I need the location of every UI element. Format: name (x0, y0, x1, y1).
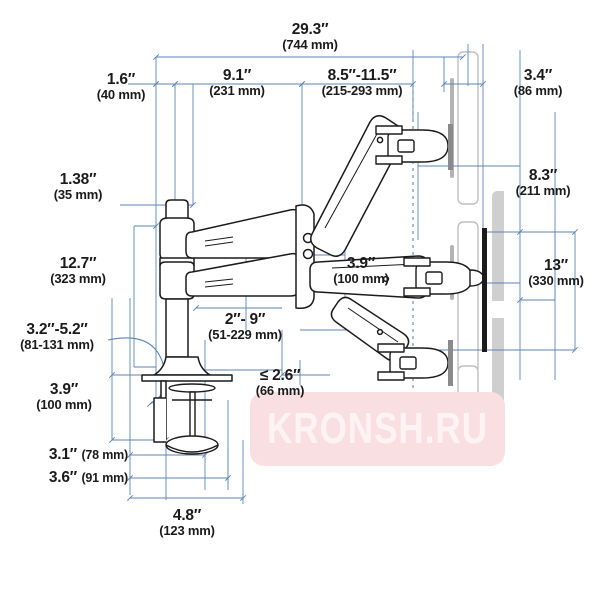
post-offset-mm: (40 mm) (96, 87, 146, 103)
desk-thickness-max-inch: ≤ 2.6″ (259, 367, 301, 384)
tilt-offset-mm: (100 mm) (333, 271, 389, 287)
clamp-depth-b-inch: 3.6″ (48, 469, 78, 486)
post-diameter-inch: 1.38″ (59, 171, 97, 188)
dimension-label-clamp-depth-b: 3.6″ (91 mm) (10, 469, 128, 487)
dimension-label-post-height: 12.7″ (323 mm) (26, 255, 130, 287)
vesa-tilter-heads (375, 124, 487, 386)
dimension-label-screen-offset: 3.4″ (86 mm) (490, 67, 586, 99)
clamp-range-inch: 3.2″-5.2″ (26, 321, 88, 338)
post-diameter-mm: (35 mm) (53, 187, 103, 203)
base-depth-inch: 3.9″ (49, 381, 79, 398)
tilt-offset-inch: 3.9″ (346, 255, 376, 272)
dimension-label-clamp-range: 3.2″-5.2″ (81-131 mm) (0, 321, 114, 353)
clamp-depth-b-mm: (91 mm) (81, 471, 128, 485)
base-depth-mm: (100 mm) (36, 397, 92, 413)
clamp-range-mm: (81-131 mm) (20, 337, 94, 353)
screen-offset-inch: 3.4″ (523, 67, 553, 84)
screen-height-mid-mm: (211 mm) (515, 183, 571, 199)
screen-offset-mm: (86 mm) (513, 83, 563, 99)
dimension-label-screen-height-mid: 8.3″ (211 mm) (490, 167, 596, 199)
dimension-label-post-offset: 1.6″ (40 mm) (66, 71, 176, 103)
dimension-label-post-diameter: 1.38″ (35 mm) (26, 171, 130, 203)
lower-arm-inch: 9.1″ (222, 67, 252, 84)
dimension-label-clamp-depth-total: 4.8″ (123 mm) (132, 507, 242, 539)
dimension-label-desk-thickness-max: ≤ 2.6″ (66 mm) (228, 367, 332, 399)
watermark-plate: KRONSH.RU (250, 392, 505, 466)
dimension-label-upper-arm-range: 8.5″-11.5″ (215-293 mm) (292, 67, 432, 99)
lower-arm-links (185, 208, 301, 297)
dimension-label-overall-width: 29.3″ (744 mm) (250, 21, 370, 53)
travel-vertical-mm: (330 mm) (528, 273, 584, 289)
upper-arm-range-mm: (215-293 mm) (321, 83, 403, 99)
post-offset-inch: 1.6″ (106, 71, 136, 88)
lower-arm-mm: (231 mm) (209, 83, 265, 99)
clamp-depth-a-inch: 3.1″ (48, 446, 78, 463)
clamp-screw-assembly (165, 383, 219, 455)
dimension-label-lower-arm: 9.1″ (231 mm) (182, 67, 292, 99)
overall-width-mm: (744 mm) (282, 37, 338, 53)
desk-thickness-max-mm: (66 mm) (255, 383, 305, 399)
arm-lift-range-mm: (51-229 mm) (208, 327, 282, 343)
post-height-inch: 12.7″ (59, 255, 97, 272)
clamp-depth-a-mm: (78 mm) (81, 448, 128, 462)
clamp-depth-total-inch: 4.8″ (172, 507, 202, 524)
screen-height-mid-inch: 8.3″ (528, 167, 558, 184)
dimension-label-arm-lift-range: 2″- 9″ (51-229 mm) (180, 311, 310, 343)
post-height-mm: (323 mm) (50, 271, 106, 287)
clamp-depth-total-mm: (123 mm) (159, 523, 215, 539)
dimension-label-clamp-depth-a: 3.1″ (78 mm) (10, 446, 128, 464)
upper-arm-range-inch: 8.5″-11.5″ (327, 67, 397, 84)
travel-vertical-inch: 13″ (543, 257, 569, 274)
dimension-label-base-depth: 3.9″ (100 mm) (14, 381, 114, 413)
dimension-label-travel-vertical: 13″ (330 mm) (512, 257, 600, 289)
arm-lift-range-inch: 2″- 9″ (224, 311, 266, 328)
dimension-label-tilt-offset: 3.9″ (100 mm) (310, 255, 412, 287)
watermark-text: KRONSH.RU (267, 404, 488, 453)
monitor-shadow-bars (492, 191, 504, 418)
overall-width-inch: 29.3″ (291, 21, 329, 38)
